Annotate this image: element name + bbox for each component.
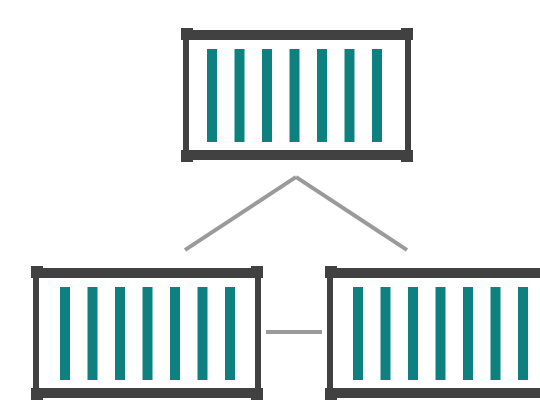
container-stripe — [435, 287, 446, 380]
container-stripe — [60, 287, 70, 380]
container-stripe — [518, 287, 528, 380]
container-bottom-rail — [33, 388, 261, 398]
container-stripe — [234, 49, 245, 142]
container-bottom-rail — [183, 150, 411, 160]
container-stripe — [463, 287, 473, 380]
container-stripe — [197, 287, 208, 380]
container-stripe — [225, 287, 235, 380]
bottom-right-container — [325, 266, 540, 400]
bottom-left-container — [31, 266, 263, 400]
container-stripe — [207, 49, 217, 142]
container-stripe — [490, 287, 501, 380]
container-stripe — [115, 287, 125, 380]
container-stripe — [87, 287, 98, 380]
container-stripe — [344, 49, 355, 142]
container-stripe — [142, 287, 153, 380]
containers-group — [31, 28, 540, 400]
container-stripe — [170, 287, 180, 380]
connector-top-to-bottom-right — [294, 175, 409, 252]
container-stripe — [408, 287, 418, 380]
container-stripe — [289, 49, 300, 142]
connector-top-to-bottom-left — [183, 175, 298, 252]
container-stripe — [372, 49, 382, 142]
container-stripe — [262, 49, 272, 142]
container-top-rail — [183, 30, 411, 40]
container-stripe — [380, 287, 391, 380]
container-stripe — [317, 49, 327, 142]
container-bottom-rail — [327, 388, 540, 398]
container-stripe — [353, 287, 363, 380]
connector-lines — [183, 175, 409, 334]
container-top-rail — [327, 268, 540, 278]
top-container — [181, 28, 413, 162]
container-top-rail — [33, 268, 261, 278]
